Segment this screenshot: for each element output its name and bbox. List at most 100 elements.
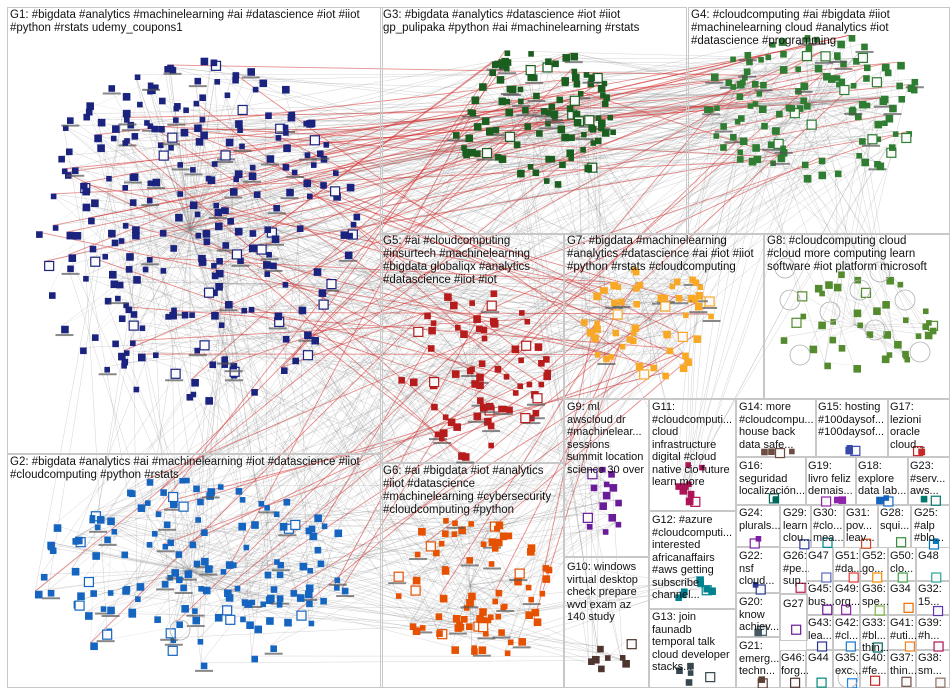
node[interactable] xyxy=(67,265,74,273)
node[interactable] xyxy=(693,335,702,343)
node[interactable] xyxy=(225,301,233,309)
node[interactable] xyxy=(615,499,622,507)
node[interactable] xyxy=(479,83,487,91)
node[interactable] xyxy=(112,340,119,348)
node[interactable] xyxy=(122,109,131,118)
node[interactable] xyxy=(662,372,669,380)
node[interactable] xyxy=(931,572,942,583)
node[interactable] xyxy=(538,381,545,388)
node[interactable] xyxy=(238,522,246,531)
node[interactable] xyxy=(896,537,907,548)
node[interactable] xyxy=(608,354,615,360)
node[interactable] xyxy=(82,187,90,196)
node[interactable] xyxy=(323,142,330,148)
node[interactable] xyxy=(856,152,862,159)
node[interactable] xyxy=(705,672,716,683)
node[interactable] xyxy=(304,179,311,186)
node[interactable] xyxy=(198,254,206,263)
node[interactable] xyxy=(751,80,759,88)
node[interactable] xyxy=(882,301,890,309)
node[interactable] xyxy=(820,496,832,507)
node[interactable] xyxy=(833,283,842,292)
node[interactable] xyxy=(800,97,807,105)
node[interactable] xyxy=(433,549,440,557)
node[interactable] xyxy=(498,629,505,636)
node[interactable] xyxy=(584,115,595,126)
node[interactable] xyxy=(222,356,228,362)
node[interactable] xyxy=(586,524,593,530)
node[interactable] xyxy=(264,271,271,277)
node[interactable] xyxy=(778,38,787,46)
node[interactable] xyxy=(443,517,449,524)
node[interactable] xyxy=(498,405,505,413)
node[interactable] xyxy=(752,582,759,588)
node[interactable] xyxy=(922,308,929,315)
node[interactable] xyxy=(532,409,540,417)
node[interactable] xyxy=(521,340,532,351)
node[interactable] xyxy=(517,169,525,178)
node[interactable] xyxy=(800,82,809,91)
node[interactable] xyxy=(73,232,82,240)
node[interactable] xyxy=(279,522,288,531)
node[interactable] xyxy=(211,272,219,280)
node[interactable] xyxy=(455,325,461,331)
node[interactable] xyxy=(503,374,510,380)
node[interactable] xyxy=(314,514,322,523)
node[interactable] xyxy=(264,505,270,511)
node[interactable] xyxy=(61,168,68,175)
node[interactable] xyxy=(321,523,328,530)
node[interactable] xyxy=(774,447,786,459)
node[interactable] xyxy=(80,347,87,355)
node[interactable] xyxy=(463,151,470,159)
node[interactable] xyxy=(518,98,524,105)
node[interactable] xyxy=(598,665,605,673)
node[interactable] xyxy=(102,629,113,640)
node[interactable] xyxy=(175,551,183,558)
node[interactable] xyxy=(505,108,514,117)
node[interactable] xyxy=(89,515,96,521)
node[interactable] xyxy=(838,345,846,352)
node[interactable] xyxy=(468,592,476,601)
node[interactable] xyxy=(685,462,691,468)
node[interactable] xyxy=(903,317,909,323)
node[interactable] xyxy=(130,311,138,318)
node[interactable] xyxy=(181,605,189,613)
node[interactable] xyxy=(92,334,99,341)
node[interactable] xyxy=(550,110,559,119)
node[interactable] xyxy=(305,584,314,593)
node[interactable] xyxy=(695,302,703,311)
node[interactable] xyxy=(96,516,105,524)
node[interactable] xyxy=(603,481,610,488)
node[interactable] xyxy=(608,471,615,478)
node[interactable] xyxy=(292,357,299,365)
node[interactable] xyxy=(730,56,736,63)
node[interactable] xyxy=(94,524,101,531)
node[interactable] xyxy=(876,162,885,171)
node[interactable] xyxy=(768,448,775,456)
node[interactable] xyxy=(251,521,259,529)
node[interactable] xyxy=(767,141,775,149)
node[interactable] xyxy=(504,50,511,57)
node[interactable] xyxy=(599,502,607,510)
node[interactable] xyxy=(256,244,267,255)
node[interactable] xyxy=(409,623,417,631)
node[interactable] xyxy=(828,75,836,83)
node[interactable] xyxy=(283,498,291,506)
node[interactable] xyxy=(836,81,842,88)
node[interactable] xyxy=(159,230,167,237)
node[interactable] xyxy=(108,85,116,92)
node[interactable] xyxy=(876,496,884,505)
node[interactable] xyxy=(200,57,209,66)
node[interactable] xyxy=(155,511,162,518)
node[interactable] xyxy=(803,174,812,183)
node[interactable] xyxy=(428,326,436,335)
node[interactable] xyxy=(511,345,520,354)
node[interactable] xyxy=(758,676,766,683)
node[interactable] xyxy=(299,562,308,571)
node[interactable] xyxy=(197,639,204,645)
node[interactable] xyxy=(477,397,484,404)
node[interactable] xyxy=(168,145,174,151)
node[interactable] xyxy=(177,191,184,197)
node[interactable] xyxy=(137,101,143,108)
node[interactable] xyxy=(214,613,223,622)
